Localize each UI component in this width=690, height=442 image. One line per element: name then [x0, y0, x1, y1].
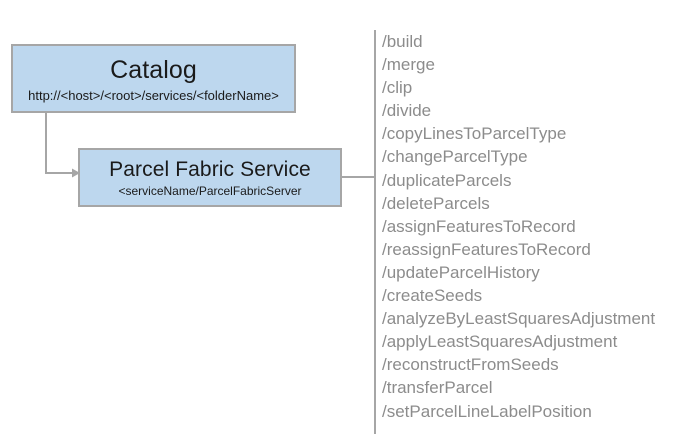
- operation-item[interactable]: /duplicateParcels: [382, 170, 512, 190]
- catalog-node[interactable]: Catalog http://<host>/<root>/services/<f…: [11, 44, 296, 113]
- operation-item[interactable]: /createSeeds: [382, 286, 483, 306]
- operation-item[interactable]: /analyzeByLeastSquaresAdjustment: [382, 309, 656, 329]
- parcel-fabric-service-node[interactable]: Parcel Fabric Service <serviceName/Parce…: [78, 148, 342, 207]
- operation-item[interactable]: /transferParcel: [382, 378, 493, 398]
- operation-item[interactable]: /setParcelLineLabelPosition: [382, 401, 592, 421]
- operation-item[interactable]: /build: [382, 32, 423, 51]
- operation-item[interactable]: /changeParcelType: [382, 147, 528, 167]
- operation-item[interactable]: /deleteParcels: [382, 193, 490, 213]
- service-node-title: Parcel Fabric Service: [109, 157, 311, 181]
- operation-item[interactable]: /applyLeastSquaresAdjustment: [382, 332, 618, 352]
- operation-item[interactable]: /reconstructFromSeeds: [382, 355, 559, 375]
- service-node-path: <serviceName/ParcelFabricServer: [118, 183, 302, 198]
- arrowhead-to-service: [72, 168, 80, 178]
- operation-item[interactable]: /copyLinesToParcelType: [382, 124, 567, 144]
- catalog-node-title: Catalog: [110, 55, 197, 84]
- connector-catalog-to-service: [45, 113, 72, 174]
- catalog-node-url: http://<host>/<root>/services/<folderNam…: [28, 87, 279, 103]
- operation-item[interactable]: /merge: [382, 55, 435, 75]
- operation-item[interactable]: /reassignFeaturesToRecord: [382, 239, 591, 259]
- operation-item[interactable]: /clip: [382, 78, 413, 98]
- operations-list: /build /merge /clip /divide /copyLinesTo…: [374, 30, 686, 434]
- operation-item[interactable]: /updateParcelHistory: [382, 262, 540, 282]
- operation-item[interactable]: /assignFeaturesToRecord: [382, 216, 576, 236]
- operation-item[interactable]: /divide: [382, 101, 432, 121]
